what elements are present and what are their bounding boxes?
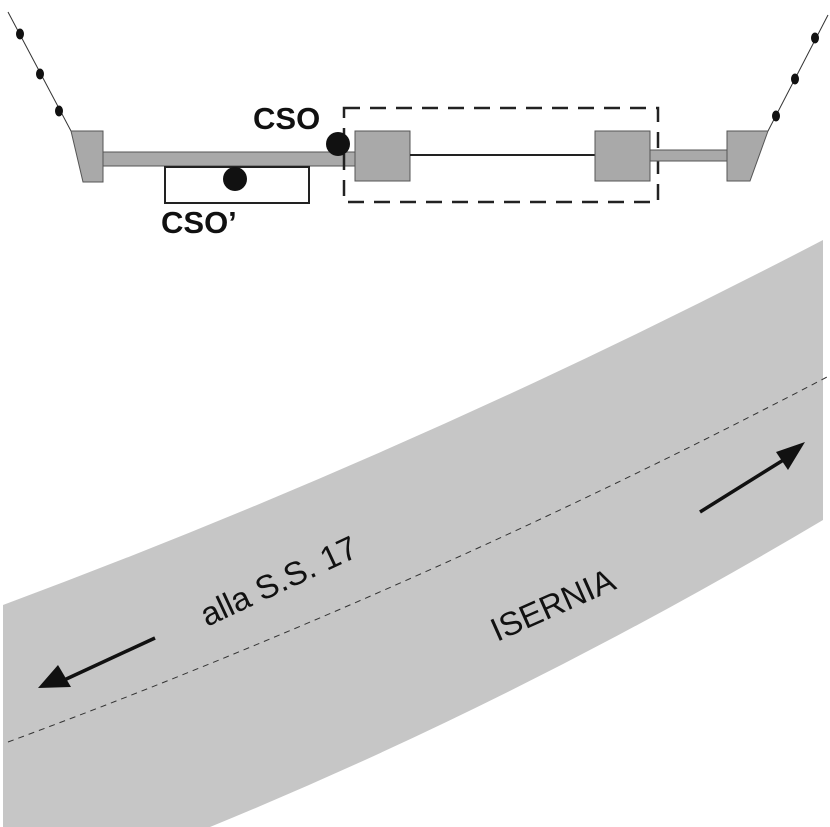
cso-label: CSO xyxy=(253,101,320,136)
arrow-right-icon xyxy=(699,442,805,514)
pier-box-right xyxy=(594,130,651,182)
left-beam xyxy=(102,151,356,167)
dashed-region xyxy=(342,106,660,204)
cso-point xyxy=(326,132,350,156)
arrow-left-icon xyxy=(38,636,156,688)
cross-section: CSO CSO’ xyxy=(7,11,829,240)
cso-prime-point xyxy=(223,167,247,191)
right-abutment xyxy=(726,130,769,182)
left-embankment xyxy=(7,11,72,132)
road-centerline xyxy=(7,376,828,743)
cso-prime-label: CSO’ xyxy=(161,205,237,240)
road-surface xyxy=(3,240,823,827)
right-embankment xyxy=(767,14,829,132)
pier-box-left xyxy=(354,130,411,182)
right-beam xyxy=(649,149,728,162)
road-plan-view: alla S.S. 17 ISERNIA xyxy=(3,240,828,827)
left-abutment xyxy=(70,130,104,183)
